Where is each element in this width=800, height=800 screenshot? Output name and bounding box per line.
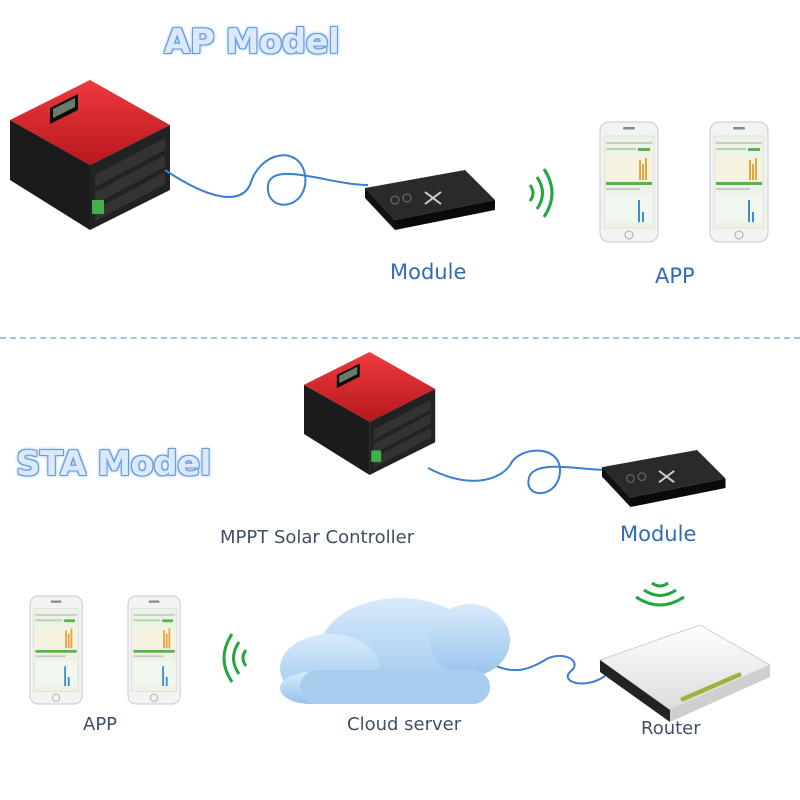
sta-cable-controller-module (427, 449, 609, 495)
ap-wifi-signal (528, 167, 554, 219)
sta-cable-router-cloud (491, 655, 606, 685)
ap-app-phone-1 (599, 121, 659, 243)
ap-app-phone-2 (709, 121, 769, 243)
sta-app-phone-1 (29, 595, 83, 705)
sta-wifi-signal-down (634, 581, 686, 607)
ap-module-label: Module (390, 260, 467, 284)
sta-cloud-label: Cloud server (347, 714, 462, 735)
ap-cable (164, 154, 369, 206)
sta-app-phone-2 (127, 595, 181, 705)
sta-module (601, 449, 727, 508)
sta-controller (304, 352, 436, 475)
section-divider (0, 337, 800, 339)
sta-cloud-server (280, 598, 510, 704)
sta-model-title: STA Model (16, 444, 211, 484)
ap-controller (10, 80, 170, 230)
sta-module-label: Module (620, 522, 697, 546)
ap-app-label: APP (655, 264, 695, 288)
sta-router (598, 624, 772, 722)
sta-router-label: Router (641, 718, 701, 739)
sta-app-label: APP (83, 714, 118, 735)
sta-wifi-signal-left (222, 632, 248, 684)
ap-model-title: AP Model (164, 22, 340, 62)
ap-module (364, 169, 496, 231)
sta-controller-label: MPPT Solar Controller (220, 527, 415, 548)
